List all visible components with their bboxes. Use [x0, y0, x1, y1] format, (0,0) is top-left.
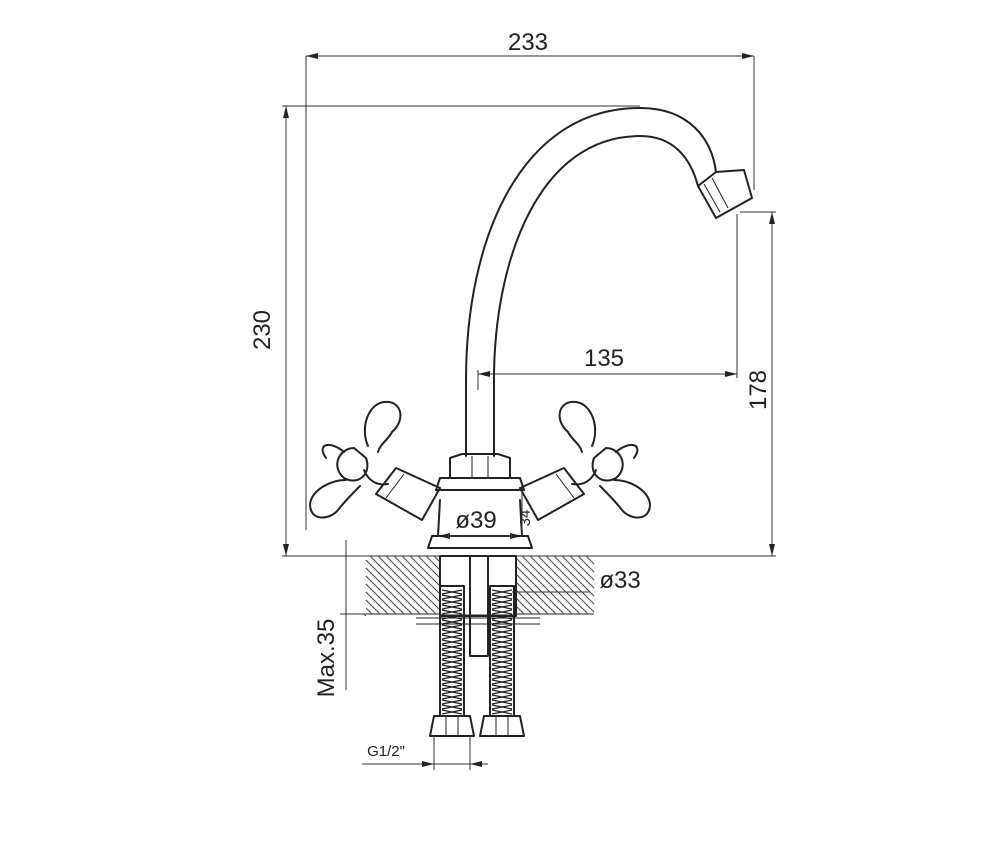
hose-braid-line [491, 629, 513, 635]
hose-braid-line [441, 674, 463, 680]
spout-height-label: 178 [745, 370, 772, 410]
hose-braid-line [491, 684, 513, 690]
hose-braid-line [491, 674, 513, 680]
hose-braid-line [441, 709, 463, 715]
hose-braid-line [441, 614, 463, 620]
hatch-line [513, 555, 573, 615]
hatch-line [369, 555, 429, 615]
hose-nut-left [429, 715, 475, 737]
hose-nut-right [479, 715, 525, 737]
hose-braid-line [491, 644, 513, 650]
hose-braid-line [491, 669, 513, 675]
dimension-thread: G1/2" [362, 736, 488, 770]
hose-braid-line [491, 679, 513, 685]
hose-braid-line [441, 609, 463, 615]
hatch-line [365, 575, 405, 615]
hatch-line [377, 555, 437, 615]
hatch-line [365, 559, 421, 615]
hose-braid-line [441, 694, 463, 700]
flex-hose-right [489, 585, 515, 717]
hose-braid-line [491, 654, 513, 660]
hose-braid-line [491, 634, 513, 640]
hose-braid-line [441, 659, 463, 665]
hatch-line [561, 555, 595, 589]
dimension-nut: 34 [517, 486, 534, 530]
hatch-line [585, 555, 595, 565]
hose-braid-line [491, 604, 513, 610]
dimension-shank-diameter: ø33 [512, 567, 641, 594]
hose-braid-line [441, 619, 463, 625]
hose-braid-line [441, 664, 463, 670]
hose-braid-line [441, 629, 463, 635]
hose-braid-line [491, 619, 513, 625]
left-handle [309, 400, 441, 521]
flex-hose-left [439, 585, 465, 717]
hose-braid-line [441, 639, 463, 645]
hose-braid-line [441, 704, 463, 710]
hose-braid-line [491, 614, 513, 620]
hatch-line [577, 555, 595, 573]
hose-braid-line [491, 624, 513, 630]
shank-diameter-label: ø33 [599, 567, 640, 594]
overall-width-label: 233 [508, 29, 548, 56]
hose-braid-line [441, 594, 463, 600]
hose-braid-line [491, 709, 513, 715]
hatch-line [529, 555, 589, 615]
hose-braid-line [491, 594, 513, 600]
hatch-line [365, 607, 373, 615]
hatch-line [521, 555, 581, 615]
hatch-line [545, 555, 595, 605]
hose-braid-line [491, 689, 513, 695]
hose-braid-line [441, 654, 463, 660]
hose-braid-line [441, 679, 463, 685]
spout [465, 107, 753, 457]
overall-height-label: 230 [249, 310, 276, 350]
hatch-line [385, 555, 445, 615]
dimension-base-diameter: ø39 [438, 507, 522, 539]
nut-size-label: 34 [517, 510, 534, 527]
hose-braid-line [441, 669, 463, 675]
aerator [697, 169, 753, 219]
hose-braid-line [441, 624, 463, 630]
hose-braid-line [441, 649, 463, 655]
hose-braid-line [441, 644, 463, 650]
hose-braid-line [491, 664, 513, 670]
hose-braid-line [491, 609, 513, 615]
hose-braid-line [491, 659, 513, 665]
dimension-spout-height: 178 [740, 211, 776, 556]
hatch-line [553, 555, 595, 597]
right-handle [519, 400, 651, 521]
hatch-line [365, 599, 381, 615]
hose-braid-line [441, 599, 463, 605]
base-diameter-label: ø39 [455, 507, 496, 534]
spout-reach-label: 135 [584, 345, 624, 372]
hatch-line [537, 555, 595, 613]
max-thickness-label: Max.35 [313, 619, 340, 698]
hatch-line [365, 567, 413, 615]
hose-braid-line [441, 699, 463, 705]
dimension-overall-height: 230 [249, 105, 776, 557]
hose-braid-line [441, 604, 463, 610]
hose-braid-line [491, 699, 513, 705]
hose-braid-line [491, 694, 513, 700]
dimension-spout-reach: 135 [477, 214, 738, 390]
dimension-max-thickness: Max.35 [313, 540, 370, 697]
hatch-line [365, 583, 397, 615]
hose-braid-line [491, 639, 513, 645]
thread-label: G1/2" [367, 743, 405, 760]
dimension-overall-width: 233 [305, 29, 755, 530]
hose-braid-line [491, 599, 513, 605]
hose-braid-line [441, 684, 463, 690]
hatch-line [365, 591, 389, 615]
hatch-line [569, 555, 595, 581]
hose-braid-line [441, 589, 463, 595]
hose-braid-line [491, 589, 513, 595]
hose-braid-line [441, 689, 463, 695]
hose-braid-line [441, 634, 463, 640]
hose-braid-line [491, 649, 513, 655]
hose-braid-line [491, 704, 513, 710]
